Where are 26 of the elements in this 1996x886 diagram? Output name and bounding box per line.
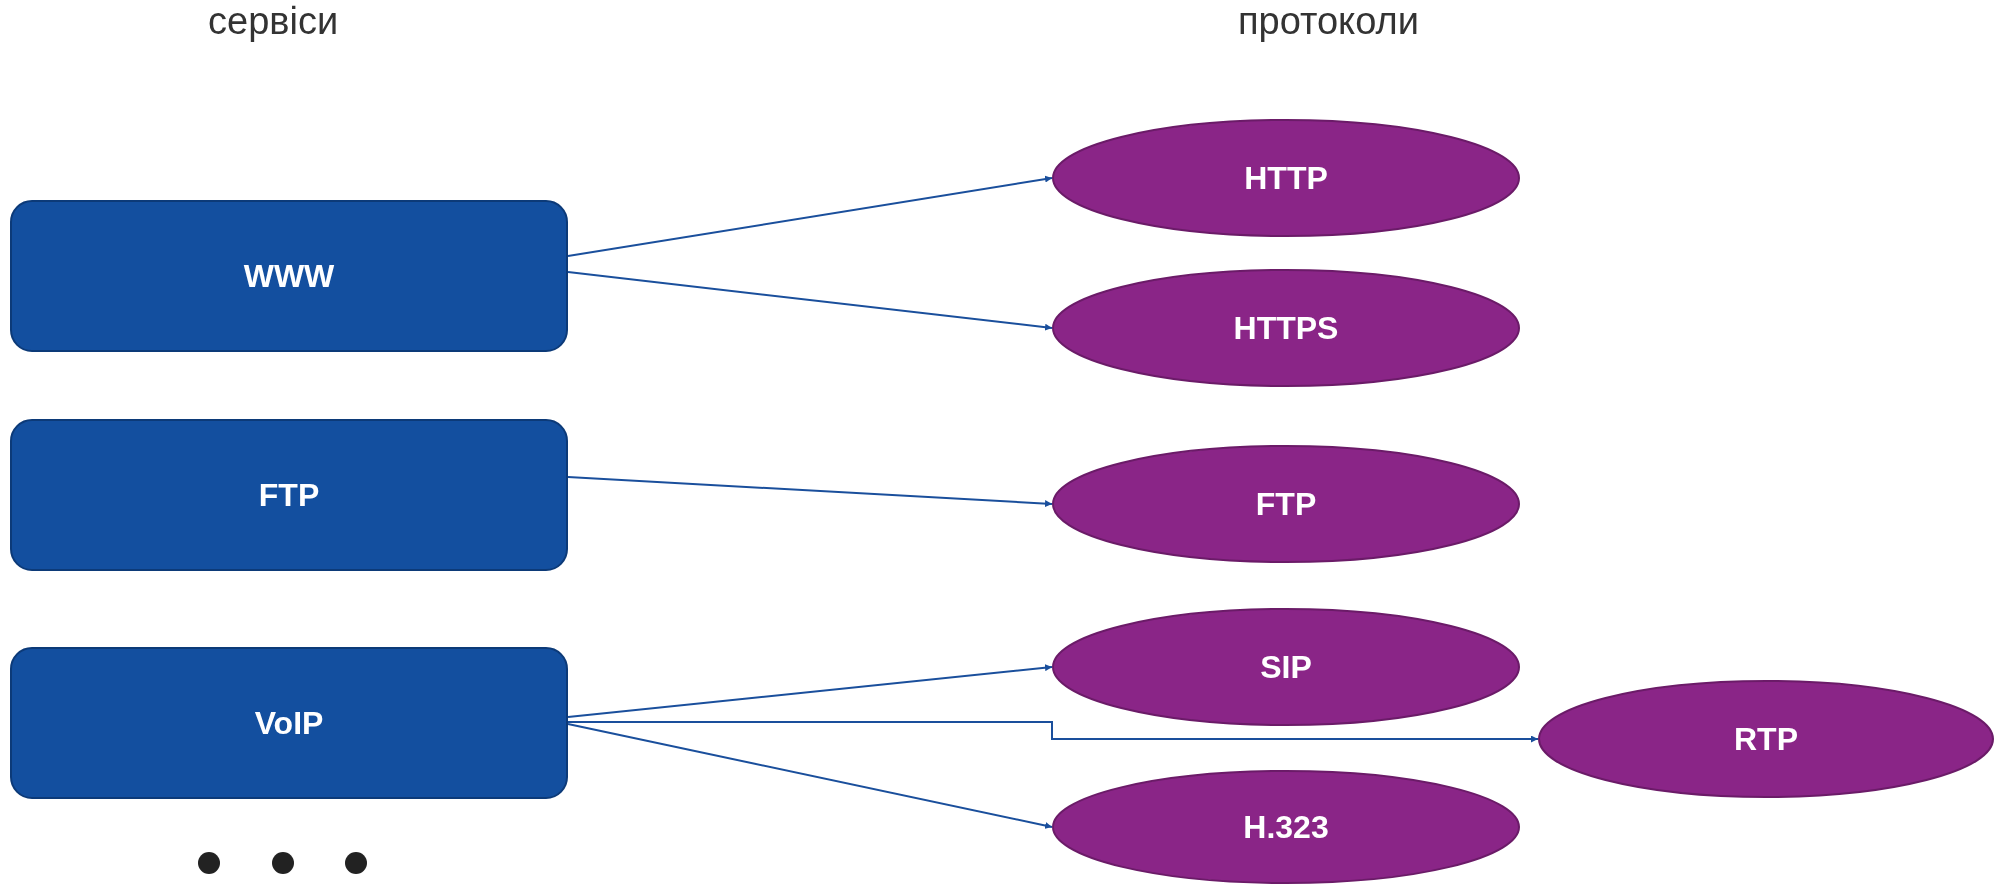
protocol-ellipse (1052, 445, 1520, 563)
arrow (567, 721, 1539, 743)
node-label: FTP (1255, 485, 1317, 523)
protocol-ellipse (1052, 119, 1520, 237)
node-label: HTTPS (1233, 309, 1339, 347)
protocol-ellipse (1538, 680, 1994, 798)
protocol-ellipse (1052, 770, 1520, 884)
node-label: RTP (1734, 720, 1798, 758)
node-label: H.323 (1243, 808, 1329, 846)
node-label: SIP (1260, 648, 1312, 686)
node-label: WWW (243, 257, 335, 295)
node-label: HTTP (1244, 159, 1328, 197)
service-box (10, 419, 568, 571)
arrow (567, 476, 1053, 508)
service-box (10, 647, 568, 799)
node-label: VoIP (254, 704, 324, 742)
arrow (567, 271, 1053, 331)
protocol-ellipse (1052, 269, 1520, 387)
arrow (567, 175, 1053, 257)
service-box (10, 200, 568, 352)
column-heading: протоколи (1238, 0, 1419, 43)
protocol-ellipse (1052, 608, 1520, 726)
arrow (567, 723, 1053, 829)
arrow (567, 664, 1053, 718)
column-heading: сервіси (208, 0, 339, 43)
node-label: FTP (258, 476, 320, 514)
